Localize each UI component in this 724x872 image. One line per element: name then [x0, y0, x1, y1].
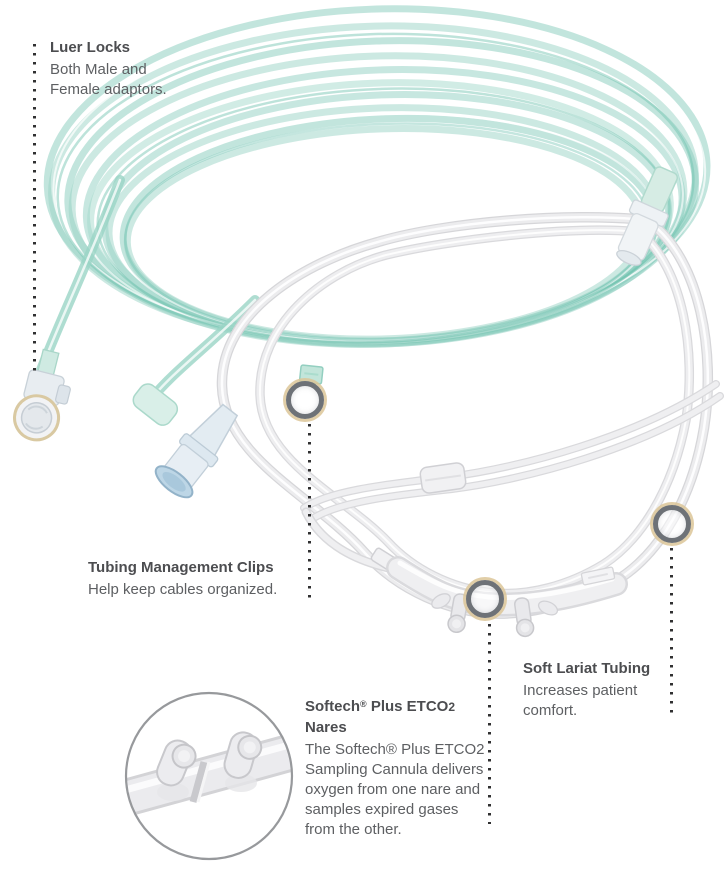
lariat-marker-icon [653, 505, 691, 543]
nares-magnified-inset [124, 691, 294, 861]
nares-prongs [431, 593, 559, 638]
tubing-clips-body: Help keep cables organized. [88, 581, 278, 598]
luer-locks-leader-line [33, 44, 36, 372]
soft-lariat-title: Soft Lariat Tubing [523, 660, 651, 677]
supply-line-connector [616, 166, 679, 266]
callout-tubing-clips: Tubing Management Clips Help keep cables… [88, 558, 318, 600]
tubing-clip-marker-icon [286, 381, 324, 419]
inset-circle-outline [124, 691, 294, 861]
tubing-clips-title: Tubing Management Clips [88, 559, 274, 576]
nares-title-line2: Nares [305, 719, 347, 736]
soft-lariat-body: Increases patient comfort. [523, 682, 638, 719]
callout-luer-locks: Luer Locks Both Male and Female adaptors… [50, 38, 220, 100]
male-luer-lock-connector [13, 348, 71, 442]
luer-locks-title: Luer Locks [50, 39, 131, 56]
nosepiece-port [580, 566, 616, 586]
lariat-leader-line [670, 548, 673, 714]
nares-title: Softech® Plus ETCO2 Nares [305, 698, 456, 736]
bolo-slide-clip [419, 462, 467, 494]
nares-body: The Softech® Plus ETCO2 Sampling Cannula… [305, 741, 485, 838]
female-luer-lock-connector [132, 383, 239, 499]
nares-marker-icon [466, 580, 504, 618]
tubing-clips-leader-line [308, 424, 311, 598]
nares-leader-line [488, 624, 491, 824]
luer-locks-body: Both Male and Female adaptors. [50, 61, 167, 98]
registered-mark: ® [360, 699, 367, 709]
callout-soft-lariat: Soft Lariat Tubing Increases patient com… [523, 659, 668, 721]
callout-nares: Softech® Plus ETCO2 Nares The Softech® P… [305, 697, 489, 840]
